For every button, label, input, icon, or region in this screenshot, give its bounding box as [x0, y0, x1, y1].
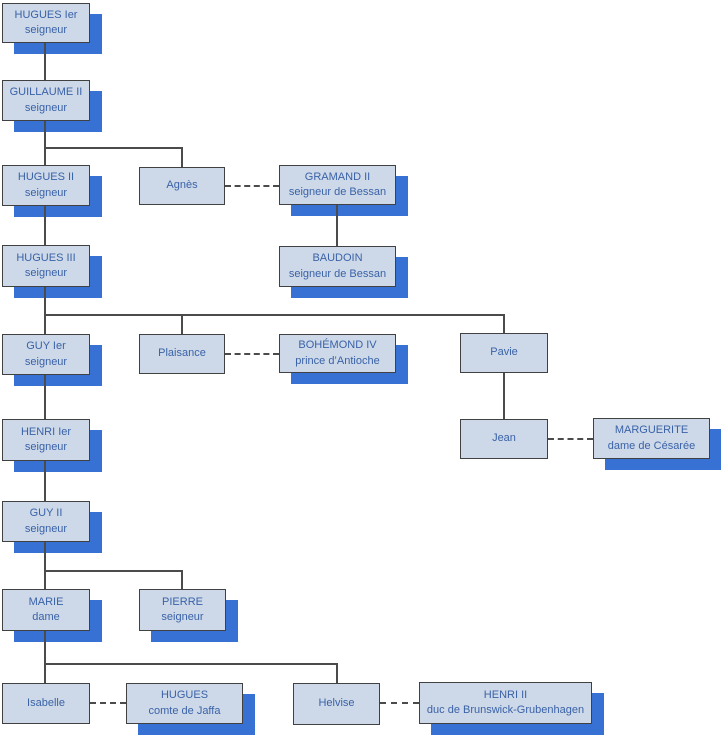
node-agnes[interactable]: Agnès [139, 167, 225, 205]
connector-drop-pavie [503, 314, 505, 333]
connector-drop-helvise [336, 663, 338, 683]
node-name: PIERRE [162, 595, 203, 608]
node-name: HUGUES [160, 689, 209, 702]
node-henri-ier[interactable]: HENRI Ier seigneur [2, 419, 90, 461]
node-subtitle: dame de Césarée [607, 439, 696, 452]
marriage-plaisance-bohemond [225, 353, 279, 355]
node-baudoin[interactable]: BAUDOIN seigneur de Bessan [279, 246, 396, 287]
node-marguerite[interactable]: MARGUERITE dame de Césarée [593, 418, 710, 459]
node-subtitle: seigneur [24, 186, 68, 199]
node-name: GRAMAND II [304, 170, 371, 183]
node-subtitle: seigneur de Bessan [288, 267, 387, 280]
node-helvise[interactable]: Helvise [293, 683, 380, 725]
node-guy-ii[interactable]: GUY II seigneur [2, 501, 90, 542]
node-subtitle: seigneur de Bessan [288, 186, 387, 198]
node-hugues-ier[interactable]: HUGUES Ier seigneur [2, 3, 90, 43]
node-subtitle: seigneur [24, 355, 68, 368]
node-isabelle[interactable]: Isabelle [2, 683, 90, 724]
node-name: GUY Ier [26, 340, 66, 353]
node-subtitle: seigneur [24, 441, 68, 453]
connector-hugues2-hugues3 [44, 206, 46, 245]
node-pierre[interactable]: PIERRE seigneur [139, 589, 226, 631]
node-name: BOHÉMOND IV [298, 339, 377, 352]
node-subtitle: seigneur [24, 24, 68, 36]
marriage-jean-marguerite [548, 438, 593, 440]
connector-guillaume2-hugues2 [44, 121, 46, 165]
connector-drop-plaisance [181, 314, 183, 334]
node-hugues-iii[interactable]: HUGUES III seigneur [2, 245, 90, 287]
node-name: Jean [492, 432, 516, 445]
connector-henri1-guy2 [44, 461, 46, 501]
node-name: HUGUES Ier [14, 8, 78, 21]
node-marie[interactable]: MARIE dame [2, 589, 90, 631]
node-henri-ii[interactable]: HENRI II duc de Brunswick-Grubenhagen [419, 682, 592, 724]
node-subtitle: prince d’Antioche [295, 354, 380, 367]
connector-drop-agnes [181, 147, 183, 167]
connector-pavie-jean [503, 373, 505, 419]
node-name: GUY II [29, 507, 63, 520]
node-jean[interactable]: Jean [460, 419, 548, 459]
rail-children-hugues3 [44, 314, 505, 316]
connector-hugues1-guillaume2 [44, 43, 46, 80]
node-hugues-ii[interactable]: HUGUES II seigneur [2, 165, 90, 206]
marriage-helvise-henri2 [380, 702, 419, 704]
node-name: HUGUES III [16, 251, 76, 264]
marriage-agnes-gramand2 [225, 185, 279, 187]
node-gramand-ii[interactable]: GRAMAND II seigneur de Bessan [279, 165, 396, 205]
node-name: Agnès [166, 179, 198, 192]
connector-guy2-marie [44, 542, 46, 589]
node-subtitle: dame [32, 611, 60, 623]
node-plaisance[interactable]: Plaisance [139, 334, 225, 374]
rail-children-guy2 [44, 570, 183, 572]
node-bohemond-iv[interactable]: BOHÉMOND IV prince d’Antioche [279, 334, 396, 373]
node-name: GUILLAUME II [9, 86, 83, 99]
node-pavie[interactable]: Pavie [460, 333, 548, 373]
connector-hugues3-guy1 [44, 287, 46, 334]
rail-children-marie [44, 663, 338, 665]
node-hugues-jaffa[interactable]: HUGUES comte de Jaffa [126, 683, 243, 724]
node-name: Isabelle [27, 696, 65, 709]
node-name: HUGUES II [17, 171, 75, 184]
connector-gramand2-baudoin [336, 205, 338, 246]
node-guy-ier[interactable]: GUY Ier seigneur [2, 334, 90, 375]
node-name: MARIE [28, 595, 64, 608]
node-subtitle: seigneur [24, 522, 68, 535]
connector-drop-pierre [181, 570, 183, 589]
connector-guy1-henri1 [44, 375, 46, 419]
node-name: Helvise [318, 697, 355, 710]
node-name: HENRI II [483, 688, 528, 701]
node-subtitle: seigneur [161, 611, 204, 623]
node-guillaume-ii[interactable]: GUILLAUME II seigneur [2, 80, 90, 121]
node-name: BAUDOIN [312, 252, 363, 265]
node-subtitle: duc de Brunswick-Grubenhagen [426, 704, 585, 716]
rail-children-guillaume2 [44, 147, 183, 149]
marriage-isabelle-hugues [90, 702, 126, 704]
node-name: HENRI Ier [20, 425, 72, 438]
node-subtitle: seigneur [24, 267, 68, 279]
node-subtitle: comte de Jaffa [148, 704, 221, 717]
connector-marie-isabelle [44, 631, 46, 683]
node-subtitle: seigneur [24, 101, 68, 114]
node-name: MARGUERITE [614, 424, 689, 437]
node-name: Plaisance [158, 347, 206, 360]
node-name: Pavie [490, 346, 518, 359]
